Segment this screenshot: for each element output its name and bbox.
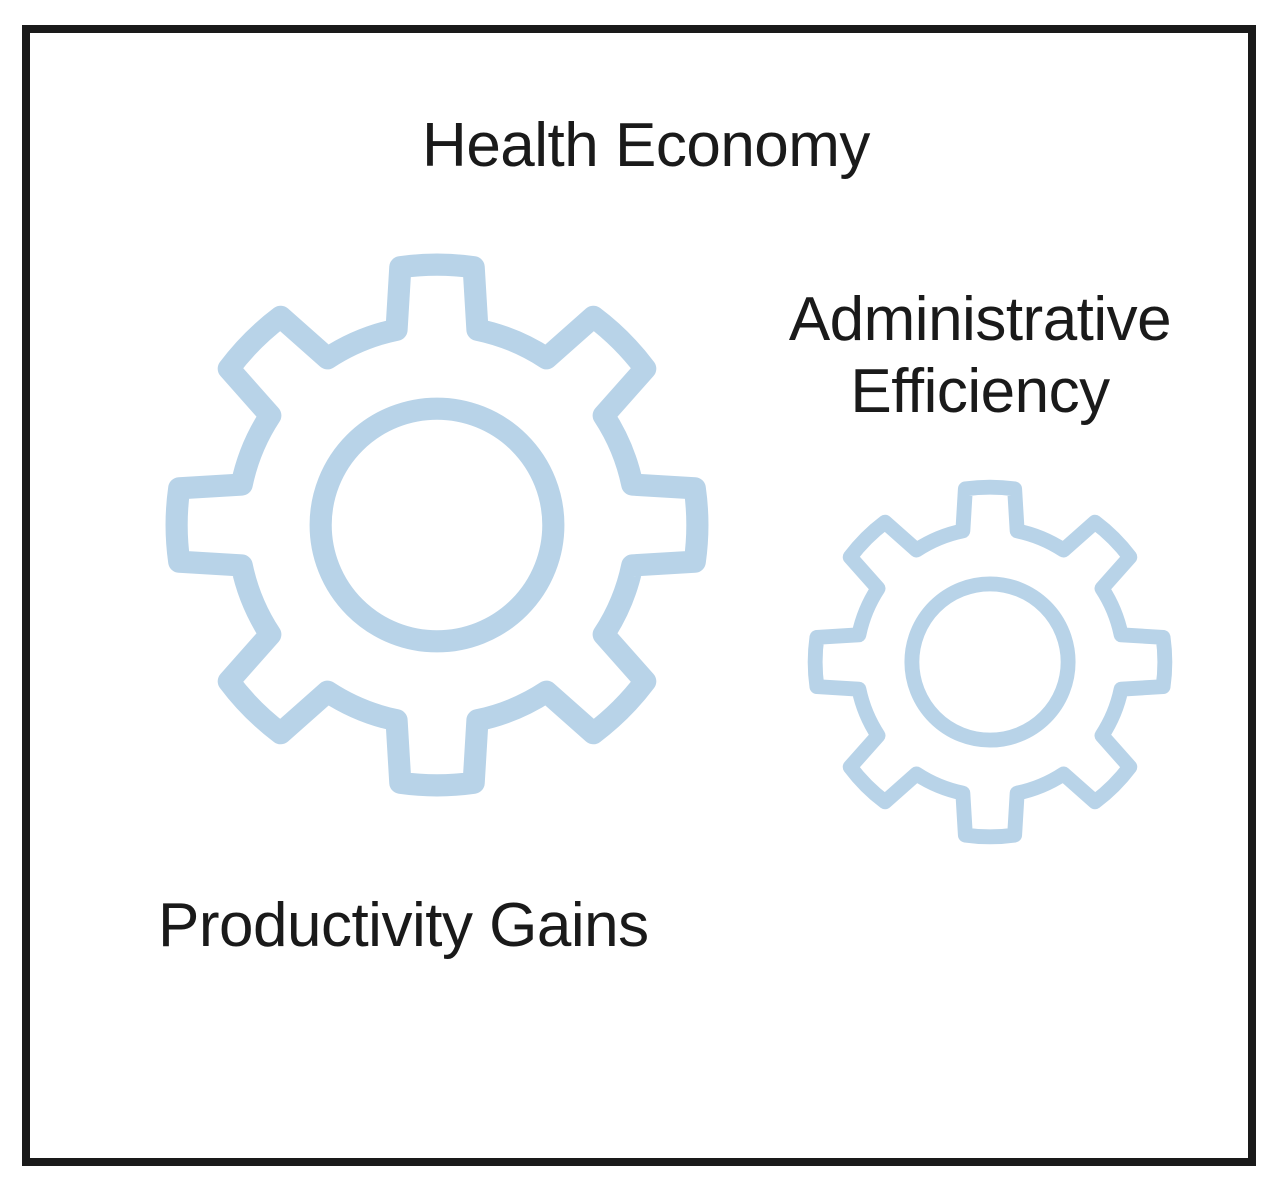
large-gear-hub xyxy=(309,397,565,653)
administrative-efficiency-label: Administrative Efficiency xyxy=(700,284,1260,428)
administrative-label-line2: Efficiency xyxy=(850,357,1110,426)
small-gear-outline xyxy=(807,479,1173,845)
productivity-gains-label: Productivity Gains xyxy=(158,891,649,960)
diagram-frame xyxy=(22,25,1256,1166)
small-gear-icon xyxy=(807,479,1173,845)
small-gear-hub xyxy=(904,576,1076,748)
large-gear-icon xyxy=(165,253,709,797)
administrative-label-line1: Administrative xyxy=(788,285,1172,354)
large-gear-outline xyxy=(165,253,709,797)
diagram-title: Health Economy xyxy=(422,111,870,180)
